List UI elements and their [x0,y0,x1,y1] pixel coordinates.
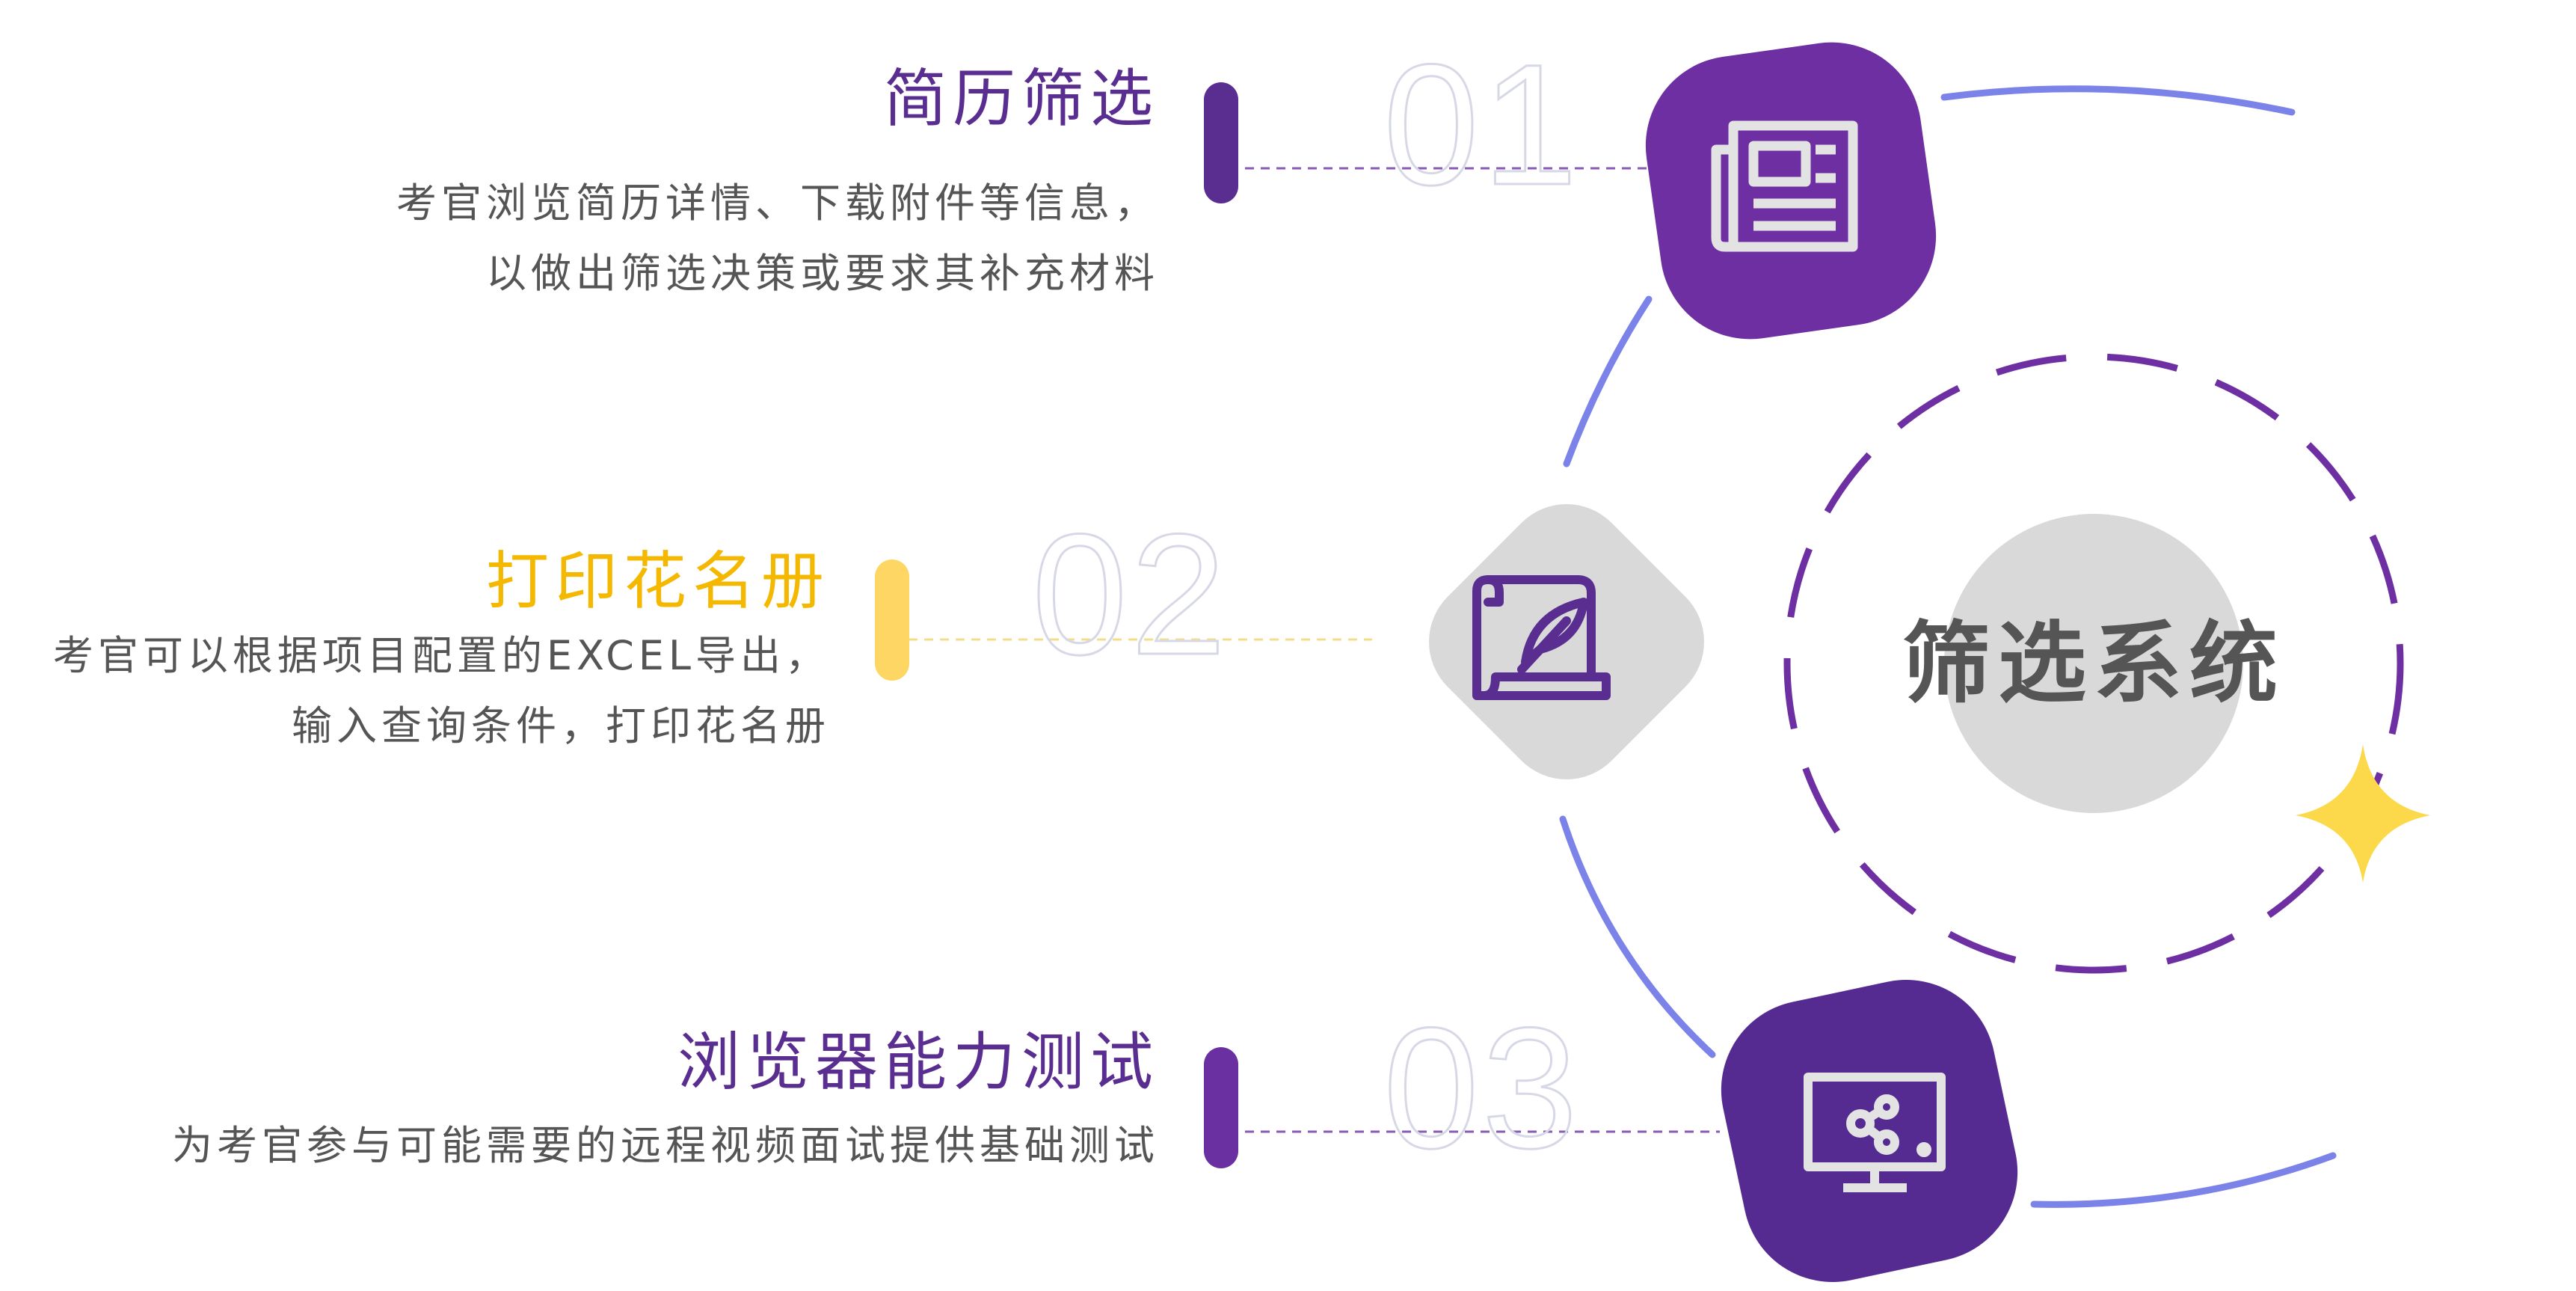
step-1-number: 01 [1383,28,1581,221]
step-2-desc-line2: 输入查询条件，打印花名册 [292,702,830,749]
center-label: 筛选系统 [1902,612,2286,715]
dashed-ring [1783,353,2404,974]
pill-3 [1204,1047,1238,1168]
blue-arc-left-lower [1559,815,1716,1058]
step-1-badge [1645,42,1937,340]
step-2-title: 打印花名册 [485,545,830,618]
blue-arc-left-upper [1563,295,1653,467]
step-1-desc-line1: 考官浏览简历详情、下载附件等信息， [396,180,1159,227]
step-1-desc-line2: 以做出筛选决策或要求其补充材料 [486,250,1159,297]
step-3-number: 03 [1383,992,1581,1184]
scroll-quill-icon [1472,575,1611,700]
blue-arc-bottom [2030,1152,2337,1208]
newspaper-icon [1711,120,1858,252]
step-1-text: 简历筛选 [884,67,1159,130]
step-3-title: 浏览器能力测试 [677,1025,1159,1099]
step-2-number: 02 [1031,498,1229,690]
pill-2 [875,559,909,681]
step-1-title: 简历筛选 [883,62,1159,135]
step-3-text: 浏览器能力测试 [677,1031,1159,1094]
pill-1 [1204,82,1238,203]
step-3-desc: 为考官参与可能需要的远程视频面试提供基础测试 [172,1111,1159,1181]
star-icon [2296,744,2430,883]
blue-arc-top [1940,85,2296,116]
step-2-desc: 考官可以根据项目配置的EXCEL导出， 输入查询条件，打印花名册 [53,621,830,761]
step-2-desc-line1: 考官可以根据项目配置的EXCEL导出， [52,632,830,679]
step-3-desc-line1: 为考官参与可能需要的远程视频面试提供基础测试 [172,1122,1159,1169]
monitor-share-icon [1804,1073,1946,1192]
step-2-text: 打印花名册 [486,550,830,613]
step-1-desc: 考官浏览简历详情、下载附件等信息， 以做出筛选决策或要求其补充材料 [396,168,1159,309]
center-circle [1944,514,2243,813]
